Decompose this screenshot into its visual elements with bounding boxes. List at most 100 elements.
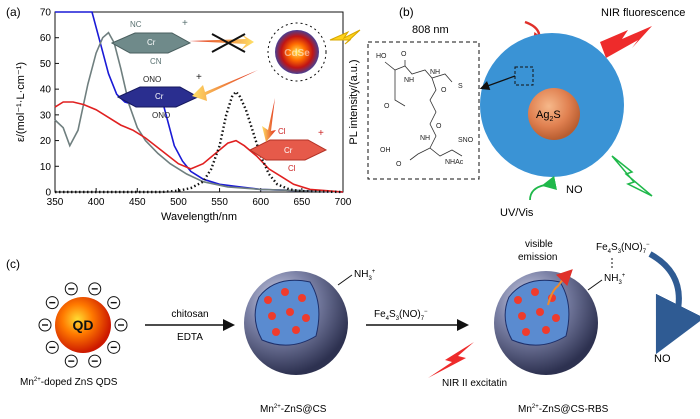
complex-3-charge: + — [318, 128, 324, 139]
uv-arrow-icon — [529, 175, 558, 201]
cdse-core — [275, 30, 319, 74]
dopant-dot — [542, 326, 550, 334]
x-tick-label: 350 — [47, 197, 64, 208]
atom-label: O — [396, 161, 402, 168]
no-release-arrow-icon — [648, 251, 700, 355]
dopant-dot — [514, 296, 522, 304]
complex-2-ligand2: ONO — [152, 111, 170, 120]
x-tick-label: 650 — [294, 197, 311, 208]
nh3-pointer-2 — [587, 279, 603, 291]
y-tick-label: 30 — [40, 110, 52, 121]
excitation-label: 808 nm — [412, 24, 449, 36]
atom-label: NH — [404, 77, 414, 84]
cdse-label: CdSe — [284, 48, 310, 59]
step1-top-label: chitosan — [171, 309, 208, 320]
x-tick-label: 550 — [211, 197, 228, 208]
nir-lightning-icon — [600, 26, 652, 58]
complex-3-icon: Cl Cr Cl + — [248, 127, 328, 173]
qd-caption: Mn2+-doped ZnS QDS — [20, 377, 118, 388]
y-tick-label: 50 — [40, 59, 52, 70]
transfer-arrow-2 — [192, 70, 258, 101]
x-tick-label: 700 — [335, 197, 352, 208]
atom-label: SNO — [458, 137, 474, 144]
complex-3-ligand: Cl — [278, 127, 286, 136]
dopant-dot — [264, 296, 272, 304]
atom-label: NH — [420, 135, 430, 142]
ag2s-core — [528, 88, 580, 140]
nh3-pointer-1 — [337, 274, 353, 286]
particle1-caption: Mn2+-ZnS@CS — [260, 404, 327, 415]
dopant-dot — [268, 312, 276, 320]
ligand-atom-labels: HO O NH NH O S O OH O NH SNO NHAc O — [376, 51, 474, 168]
nh3-label-2: NH3+ — [604, 273, 626, 286]
atom-label: S — [458, 83, 463, 90]
atom-label: NH — [430, 69, 440, 76]
no-lightning-icon — [611, 155, 653, 197]
nir-fluorescence-label: NIR fluorescence — [601, 7, 685, 19]
emission-arrow-icon — [547, 269, 573, 306]
qd-sphere — [55, 297, 111, 353]
complex-2-charge: + — [196, 72, 202, 83]
complex-1-ligand: NC — [130, 20, 142, 29]
y-tick-label: 20 — [40, 136, 52, 147]
ligand-structure-box — [367, 41, 480, 180]
atom-label: OH — [380, 147, 391, 154]
chart-frame — [54, 11, 344, 193]
y-axis-left-label: ε/(mol⁻¹·L·cm⁻¹) — [15, 62, 27, 142]
step2-label: Fe4S3(NO)7− — [374, 309, 428, 322]
dopant-dot — [272, 328, 280, 336]
panel-b-label: (b) — [399, 5, 414, 19]
y-ticks: 0 10 20 30 40 50 60 70 — [40, 8, 59, 199]
step1-bottom-label: EDTA — [177, 332, 203, 343]
x-tick-label: 500 — [170, 197, 187, 208]
complex-3-ligand2: Cl — [288, 164, 296, 173]
visible-emission-line2: emission — [518, 252, 557, 263]
complex-2-icon: ONO Cr ONO + — [116, 72, 202, 120]
x-axis-label: Wavelength/nm — [161, 211, 237, 223]
complex-1-icon: NC Cr CN + — [110, 18, 192, 66]
zns-cs-particle-icon — [244, 271, 348, 375]
x-tick-label: 400 — [88, 197, 105, 208]
mn-doped-qd-icon: QD — [38, 282, 128, 368]
panel-c-label: (c) — [6, 257, 20, 271]
particle2-caption: Mn2+-ZnS@CS-RBS — [518, 404, 609, 415]
y-tick-label: 10 — [40, 162, 52, 173]
atom-label: NHAc — [445, 159, 464, 166]
dopant-dot — [292, 326, 300, 334]
y-tick-label: 60 — [40, 33, 52, 44]
zns-cs-rbs-particle-icon — [494, 269, 598, 375]
no-label-c: NO — [654, 353, 671, 365]
complex-1-ligand2: CN — [150, 57, 162, 66]
complex-2-metal: Cr — [155, 92, 164, 101]
visible-emission-line1: visible — [525, 239, 553, 250]
qd-label: QD — [73, 317, 94, 333]
atom-label: O — [384, 103, 390, 110]
energy-transfer-arrows — [189, 33, 276, 142]
dopant-dot — [302, 314, 310, 322]
y-tick-label: 70 — [40, 8, 52, 19]
series-line-4 — [55, 89, 344, 194]
atom-label: O — [441, 87, 447, 94]
zoom-arrow — [479, 75, 516, 91]
y-tick-label: 40 — [40, 85, 52, 96]
nh3-label-1: NH3+ — [354, 269, 376, 282]
mn-dopant-dots-2 — [514, 288, 560, 336]
y-tick-label: 0 — [45, 188, 51, 199]
series-line-3 — [54, 101, 344, 193]
series-line-2 — [54, 31, 344, 193]
ligand-structure-icon — [384, 60, 463, 161]
dopant-dot — [552, 314, 560, 322]
panel-a-label: (a) — [6, 5, 21, 19]
dopant-dot — [286, 308, 294, 316]
atom-label: O — [401, 51, 407, 58]
mn-dopant-dots — [264, 288, 310, 336]
cdse-qd-icon: CdSe — [267, 22, 361, 82]
nir-ii-label: NIR II excitatin — [442, 378, 507, 389]
ag2s-label: Ag2S — [536, 109, 561, 123]
dopant-dot — [522, 328, 530, 336]
x-tick-label: 600 — [252, 197, 269, 208]
cdse-shell — [267, 22, 327, 82]
atom-label: HO — [376, 53, 387, 60]
complex-1-charge: + — [182, 18, 188, 29]
